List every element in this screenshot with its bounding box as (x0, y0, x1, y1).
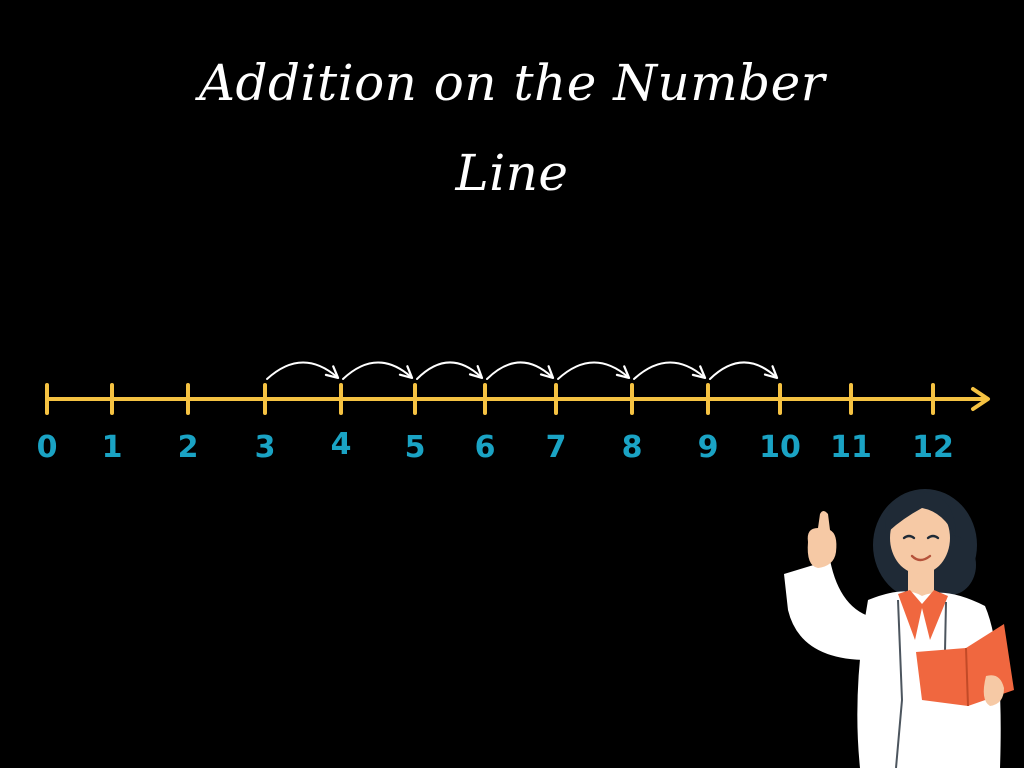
tick-label-7: 7 (546, 430, 567, 465)
number-line-arrowhead (971, 387, 990, 411)
tick-label-10: 10 (759, 430, 801, 465)
title-line-2: Line (455, 144, 569, 202)
tick-label-2: 2 (178, 430, 199, 465)
teacher-illustration (784, 489, 1014, 768)
tick-label-1: 1 (102, 430, 123, 465)
jump-arrow-5-to-6 (416, 361, 484, 380)
teacher-hair-front (885, 491, 956, 538)
jump-arrow-4-to-5 (342, 361, 414, 380)
tick-label-0: 0 (37, 430, 58, 465)
page-title: Addition on the Number Line (0, 38, 1024, 218)
teacher-collar (898, 590, 948, 640)
teacher-raised-hand (807, 511, 837, 568)
jump-arrow-6-to-7 (486, 361, 555, 380)
tick-label-5: 5 (405, 430, 426, 465)
tick-label-8: 8 (622, 430, 643, 465)
teacher-raised-arm (784, 560, 875, 660)
teacher-book-spine (965, 647, 969, 707)
tick-label-11: 11 (830, 430, 872, 465)
jump-arrows (266, 361, 779, 380)
tick-label-12: 12 (912, 430, 954, 465)
teacher-book-hand (983, 675, 1004, 706)
number-line-ticks (45, 383, 935, 415)
tick-label-9: 9 (698, 430, 719, 465)
jump-arrow-7-to-8 (557, 361, 631, 380)
teacher-eyes (902, 534, 940, 540)
tick-label-3: 3 (255, 430, 276, 465)
tick-label-6: 6 (475, 430, 496, 465)
jump-arrow-3-to-4 (266, 361, 340, 380)
jump-arrow-8-to-9 (633, 361, 707, 380)
jump-arrow-9-to-10 (709, 361, 779, 380)
teacher-face (890, 502, 950, 574)
teacher-mouth (910, 554, 932, 562)
tick-label-4: 4 (331, 427, 352, 462)
title-line-1: Addition on the Number (198, 54, 826, 112)
